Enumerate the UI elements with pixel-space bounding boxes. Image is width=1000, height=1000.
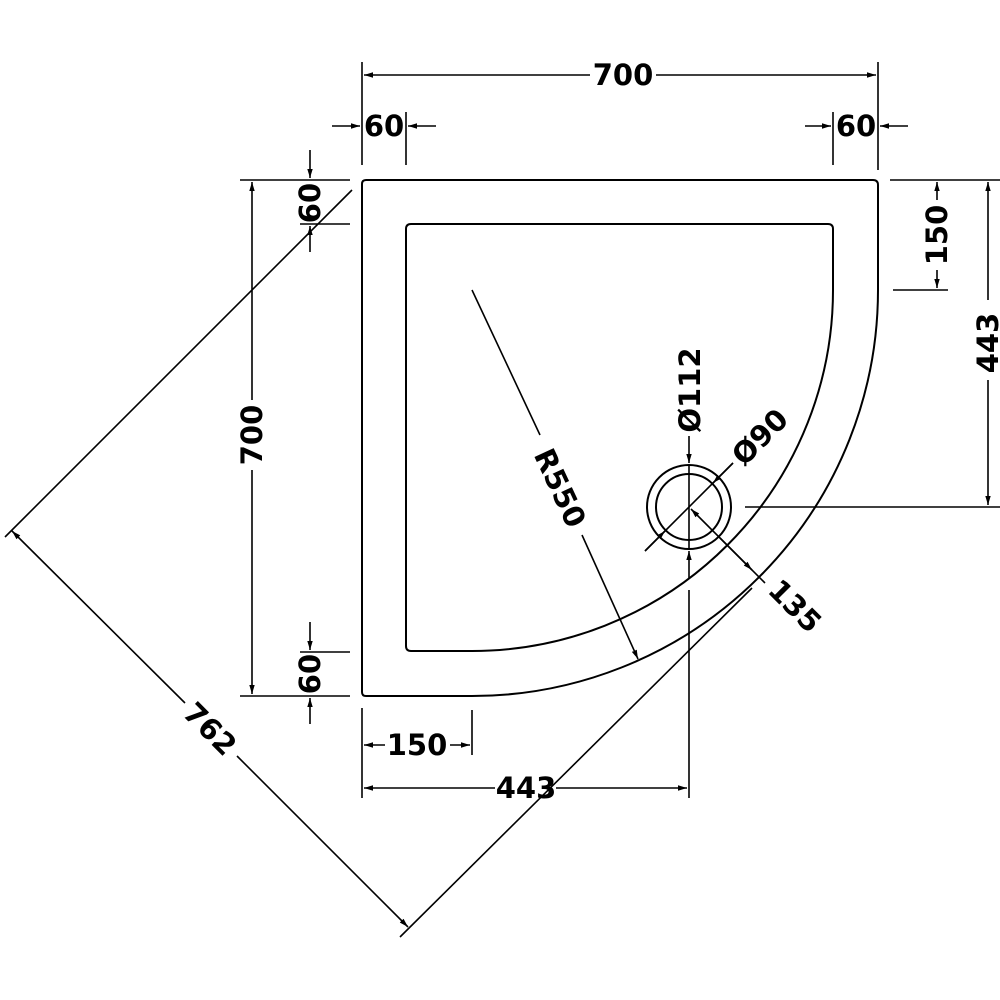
dim-left-flat: 60	[332, 109, 436, 165]
dim-top-flat: 60	[293, 150, 350, 252]
dim-waste-to-edge: 135	[690, 508, 829, 640]
dim-label: 762	[177, 696, 244, 763]
dim-label: 150	[920, 205, 954, 266]
dim-label: 60	[293, 654, 327, 694]
dim-label: Ø90	[725, 402, 795, 472]
dim-label: Ø112	[673, 347, 707, 432]
tray-outer-outline	[361, 179, 879, 697]
dim-label: 443	[496, 771, 557, 805]
dim-bottom-straight: 150	[361, 708, 473, 798]
dim-waste-outer: Ø112	[673, 347, 707, 578]
tray-inner-outline	[405, 223, 834, 652]
dim-label: 60	[293, 183, 327, 223]
dim-label: 700	[593, 58, 654, 92]
dim-label: 60	[364, 109, 404, 143]
dim-label: 60	[836, 109, 876, 143]
dim-bottom-flat: 60	[293, 622, 350, 724]
dim-right-flat: 60	[805, 109, 908, 165]
dim-right-straight: 150	[890, 179, 1000, 291]
dim-waste-inner: Ø90	[644, 402, 795, 552]
dim-waste-from-top: 443	[745, 182, 1000, 508]
dim-label: 443	[971, 313, 1000, 374]
dim-label: R550	[527, 443, 593, 532]
dim-radius: R550	[471, 289, 639, 660]
dim-label: 135	[762, 573, 829, 640]
dim-overall-width: 700	[361, 58, 879, 170]
dim-label: 150	[387, 728, 448, 762]
dim-label: 700	[235, 405, 269, 466]
dim-waste-from-left: 443	[364, 590, 690, 805]
dim-diagonal: 762	[4, 189, 753, 938]
dim-overall-depth: 700	[235, 179, 350, 697]
